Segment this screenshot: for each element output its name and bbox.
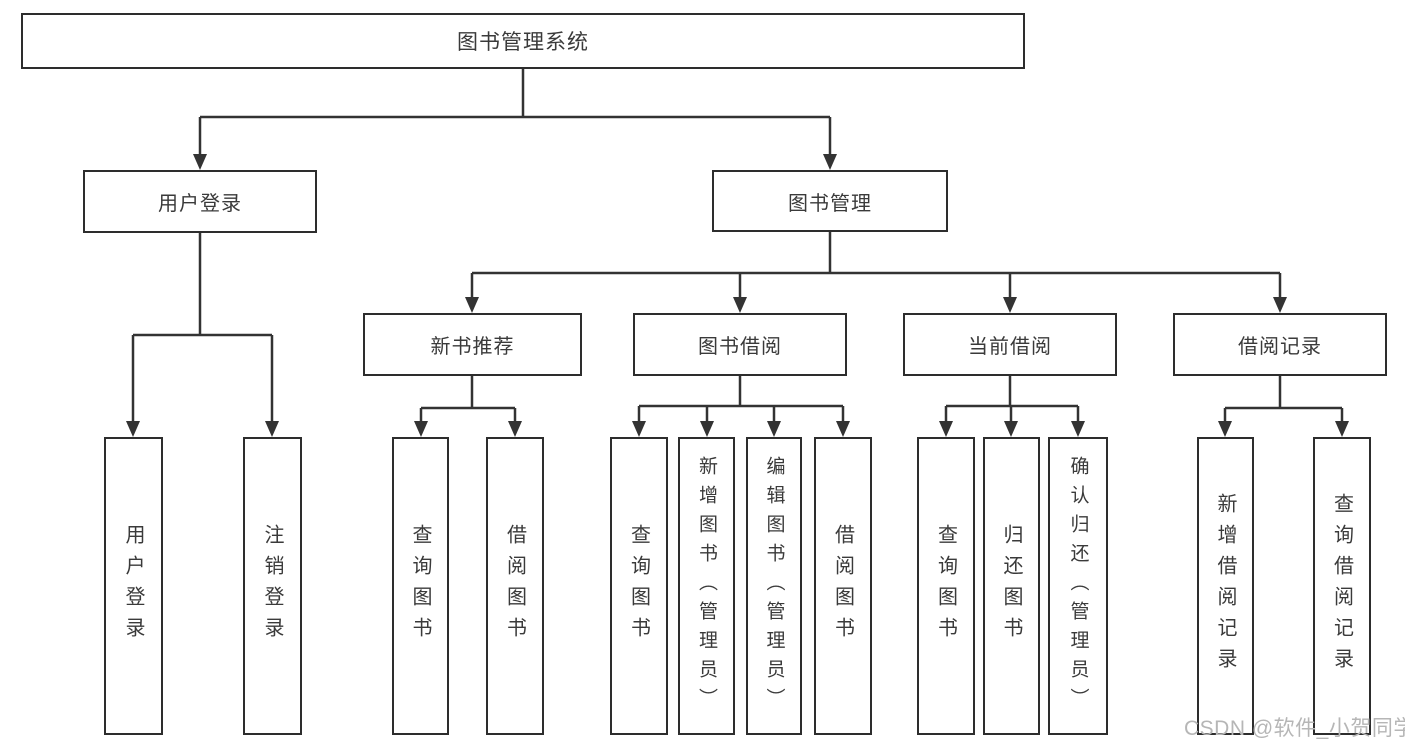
- arrowhead-icon: [1218, 421, 1232, 437]
- csdn-watermark: CSDN @软件_小贺同学: [1184, 717, 1405, 740]
- leaf-edit-books-admin: 编辑图书（管理员）: [746, 437, 802, 735]
- arrowhead-icon: [508, 421, 522, 437]
- arrowhead-icon: [1004, 421, 1018, 437]
- arrowhead-icon: [1071, 421, 1085, 437]
- arrowhead-icon: [126, 421, 140, 437]
- leaf-confirm-return-admin: 确认归还（管理员）: [1048, 437, 1108, 735]
- leaf-borrow-books-borrowing: 借阅图书: [814, 437, 872, 735]
- arrowhead-icon: [700, 421, 714, 437]
- leaf-logout: 注销登录: [243, 437, 302, 735]
- arrowhead-icon: [767, 421, 781, 437]
- node-user-login: 用户登录: [83, 170, 317, 233]
- leaf-query-books-recommend: 查询图书: [392, 437, 449, 735]
- arrowhead-icon: [1003, 297, 1017, 313]
- node-book-borrowing: 图书借阅: [633, 313, 847, 376]
- arrowhead-icon: [265, 421, 279, 437]
- node-library-system: 图书管理系统: [21, 13, 1025, 69]
- leaf-query-books-borrowing: 查询图书: [610, 437, 668, 735]
- leaf-query-books-current: 查询图书: [917, 437, 975, 735]
- node-new-book-recommend: 新书推荐: [363, 313, 582, 376]
- leaf-user-login: 用户登录: [104, 437, 163, 735]
- arrowhead-icon: [836, 421, 850, 437]
- arrowhead-icon: [733, 297, 747, 313]
- node-borrowing-records: 借阅记录: [1173, 313, 1387, 376]
- node-current-borrowing: 当前借阅: [903, 313, 1117, 376]
- arrowhead-icon: [632, 421, 646, 437]
- leaf-borrow-books-recommend: 借阅图书: [486, 437, 544, 735]
- arrowhead-icon: [939, 421, 953, 437]
- leaf-return-books: 归还图书: [983, 437, 1040, 735]
- arrowhead-icon: [1273, 297, 1287, 313]
- arrowhead-icon: [465, 297, 479, 313]
- arrowhead-icon: [1335, 421, 1349, 437]
- arrowhead-icon: [823, 154, 837, 170]
- leaf-add-borrow-record: 新增借阅记录: [1197, 437, 1254, 735]
- node-book-management: 图书管理: [712, 170, 948, 232]
- arrowhead-icon: [193, 154, 207, 170]
- arrowhead-icon: [414, 421, 428, 437]
- leaf-query-borrow-record: 查询借阅记录: [1313, 437, 1371, 735]
- leaf-add-books-admin: 新增图书（管理员）: [678, 437, 735, 735]
